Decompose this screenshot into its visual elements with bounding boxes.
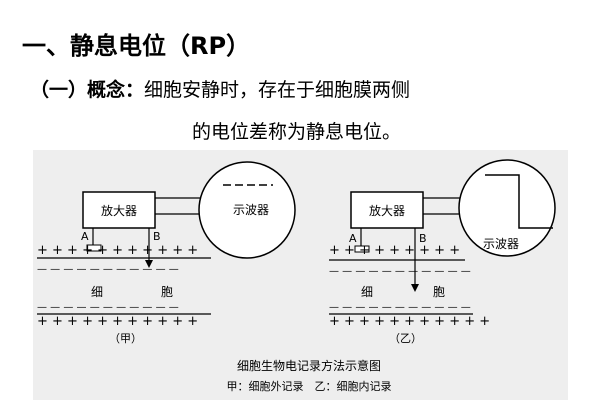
- electrode-a-plate-left: [86, 244, 102, 252]
- page-heading: 一、静息电位（RP）: [22, 32, 251, 60]
- plus-row-top-left: + + + + + + + + + + +: [37, 243, 198, 258]
- amplifier-label-right: 放大器: [369, 203, 405, 218]
- plus-row-bottom-right: + + + + + + + + + + +: [329, 314, 490, 329]
- diagram-figure: 放大器 示波器 A B + + + + + + + + + + + — — — …: [33, 150, 568, 400]
- panel-intracellular: 放大器 示波器 A B + + + + + + + + + — — — — — …: [329, 159, 556, 345]
- minus-row-top-right: — — — — — — — — — — —: [329, 266, 471, 277]
- concept-line-1: （一）概念：细胞安静时，存在于细胞膜两侧: [30, 76, 410, 104]
- oscilloscope-label-right: 示波器: [483, 237, 519, 251]
- cell-char-1-left: 细: [91, 285, 103, 299]
- panel-extracellular: 放大器 示波器 A B + + + + + + + + + + + — — — …: [37, 161, 296, 345]
- oscilloscope-label-left: 示波器: [233, 203, 269, 217]
- oscilloscope-left: [198, 161, 296, 259]
- amplifier-box-left: [82, 191, 156, 229]
- recording-diagram: 放大器 示波器 A B + + + + + + + + + + + — — — …: [37, 159, 556, 393]
- cell-char-2-left: 胞: [161, 285, 173, 299]
- trace-right: [485, 174, 553, 229]
- cell-char-2-right: 胞: [433, 285, 445, 299]
- concept-text-1: 细胞安静时，存在于细胞膜两侧: [144, 79, 411, 101]
- concept-label: （一）概念：: [30, 79, 145, 101]
- panel-label-right: （乙）: [389, 332, 422, 345]
- amplifier-box-right: [350, 191, 424, 229]
- electrode-a-plate-right: [354, 245, 370, 253]
- plus-row-bottom-left: + + + + + + + + + + +: [37, 314, 198, 329]
- electrode-a-label-left: A: [81, 230, 89, 243]
- diagram-caption: 细胞生物电记录方法示意图: [237, 358, 381, 373]
- amplifier-label-left: 放大器: [101, 203, 137, 218]
- electrode-b-label-right: B: [419, 232, 427, 245]
- cell-char-1-right: 细: [361, 285, 373, 299]
- plus-row-top-right: + + + + + + + + +: [329, 243, 460, 258]
- electrode-b-label-left: B: [153, 230, 161, 243]
- concept-line-2: 的电位差称为静息电位。: [192, 121, 402, 143]
- electrode-b-tip-left: [145, 260, 153, 268]
- oscilloscope-right: [458, 159, 556, 257]
- minus-row-bottom-right: — — — — — — — — — — —: [329, 302, 471, 313]
- electrode-b-tip-right: [411, 284, 419, 292]
- electrode-a-label-right: A: [349, 232, 357, 245]
- panel-label-left: （甲）: [109, 332, 142, 345]
- diagram-caption-sub: 甲：细胞外记录 乙：细胞内记录: [227, 379, 392, 393]
- minus-row-top-left: — — — — — — — — — — —: [37, 264, 179, 275]
- minus-row-bottom-left: — — — — — — — — — — —: [37, 302, 179, 313]
